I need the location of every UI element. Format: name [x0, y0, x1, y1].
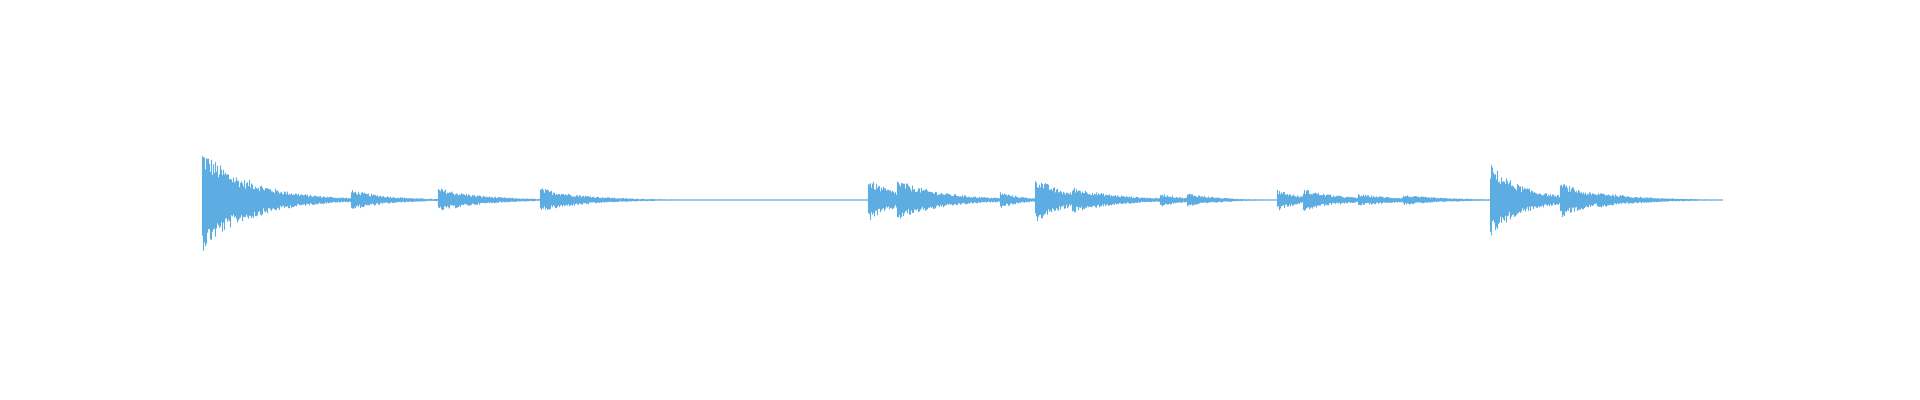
waveform-trace	[201, 156, 1724, 251]
